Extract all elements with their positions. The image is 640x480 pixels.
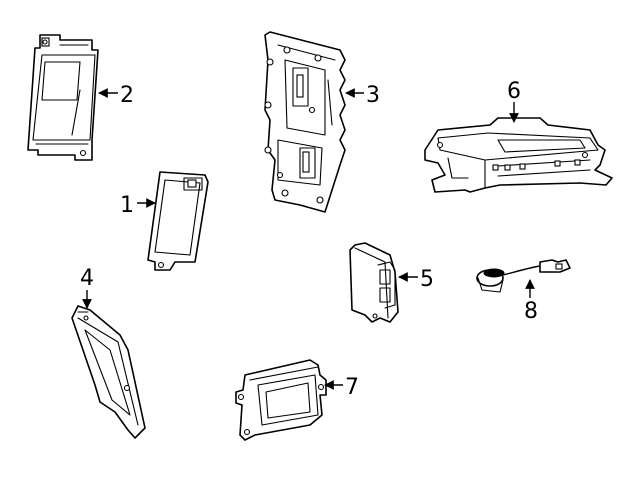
part-8-sensor-wire <box>476 259 571 293</box>
callout-7: 7 <box>324 375 359 400</box>
part-1-control-module <box>147 171 209 271</box>
callout-label-6: 6 <box>507 79 521 104</box>
callout-label-7: 7 <box>345 375 359 400</box>
part-4-thin-module <box>71 305 146 439</box>
callout-5: 5 <box>398 267 434 292</box>
callout-label-2: 2 <box>120 83 134 108</box>
callout-label-5: 5 <box>420 267 434 292</box>
callout-6: 6 <box>507 79 521 123</box>
part-5-connector-module <box>349 242 399 323</box>
callout-label-4: 4 <box>80 266 94 291</box>
callout-label-8: 8 <box>524 299 538 324</box>
callout-2: 2 <box>98 83 134 108</box>
part-6-large-control-module <box>424 117 613 193</box>
callout-label-3: 3 <box>366 83 380 108</box>
part-3-mounting-bracket <box>264 31 346 213</box>
part-7-flanged-module <box>235 359 327 441</box>
callout-label-1: 1 <box>120 193 134 218</box>
callout-3: 3 <box>345 83 380 108</box>
callout-1: 1 <box>120 193 156 218</box>
part-2-module-bracket <box>27 34 99 161</box>
callout-4: 4 <box>80 266 94 309</box>
callout-8: 8 <box>524 279 538 324</box>
